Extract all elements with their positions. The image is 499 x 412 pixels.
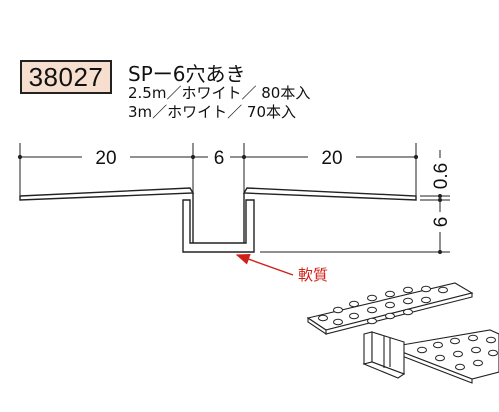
product-name: SPー6穴あき: [128, 62, 246, 86]
spec-line-1: 2.5m／ホワイト／ 80本入: [128, 84, 311, 102]
channel-width-dim: 6: [214, 148, 225, 169]
channel-walls: [192, 193, 245, 243]
vent-holes: [318, 285, 498, 371]
product-code-badge: 38027: [20, 60, 112, 94]
callout-label: 軟質: [298, 266, 328, 284]
thickness-dim: 0.6: [431, 163, 452, 189]
cross-section-profile: [19, 187, 417, 253]
right-flange-dim: 20: [321, 148, 342, 169]
spec-line-2: 3m／ホワイト／ 70本入: [128, 103, 297, 121]
left-flange-dim: 20: [95, 148, 116, 169]
depth-dim: 6: [431, 217, 452, 228]
callout-arrow: [235, 253, 294, 276]
perspective-illustration: [306, 282, 499, 384]
